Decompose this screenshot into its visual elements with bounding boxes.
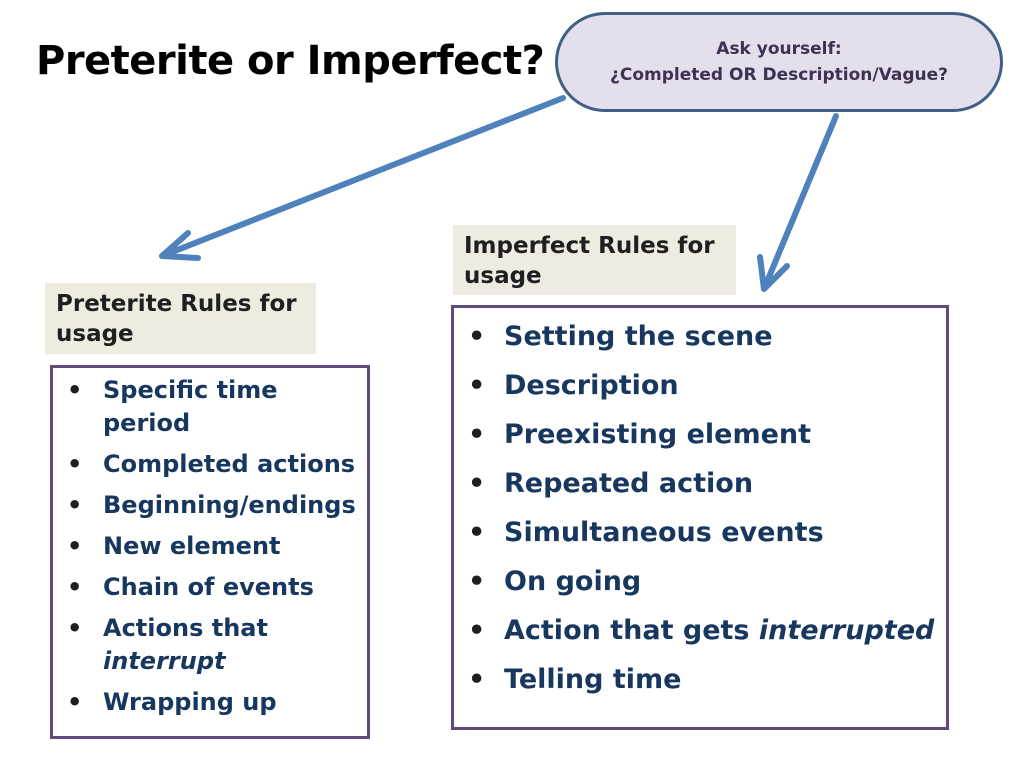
slide-title: Preterite or Imperfect? [36, 38, 545, 84]
rule-text: Beginning/endings [103, 491, 356, 519]
bullet: • [468, 664, 486, 695]
rule-text: Preexisting element [504, 419, 812, 450]
rule-text: Repeated action [504, 468, 754, 499]
list-item: • Actions that interrupt [65, 612, 359, 678]
bullet: • [468, 370, 486, 401]
rule-text: Chain of events [103, 573, 314, 601]
rule-text: Specific time period [103, 376, 278, 437]
ask-yourself-callout: Ask yourself: ¿Completed OR Description/… [555, 12, 1003, 112]
bullet: • [67, 614, 83, 642]
rule-text: Simultaneous events [504, 517, 824, 548]
preterite-rules-list: • Specific time period • Completed actions… [65, 374, 359, 719]
callout-line-1: Ask yourself: [716, 39, 842, 59]
list-item: • Simultaneous events [466, 514, 938, 551]
arrow-to-preterite [159, 95, 566, 261]
rule-text: Actions that [103, 614, 268, 642]
list-item: • Description [466, 367, 938, 404]
bullet: • [67, 491, 83, 519]
rule-text: Setting the scene [504, 321, 773, 352]
list-item: • Specific time period [65, 374, 359, 440]
rule-text: Wrapping up [103, 688, 277, 716]
list-item: • Chain of events [65, 571, 359, 604]
list-item: • New element [65, 530, 359, 563]
rule-emphasis: interrupt [103, 647, 226, 675]
rule-emphasis: interrupted [758, 615, 935, 646]
list-item: • Action that gets interrupted [466, 612, 938, 649]
list-item: • Preexisting element [466, 416, 938, 453]
bullet: • [67, 450, 83, 478]
bullet: • [468, 419, 486, 450]
rule-text: Action that gets [504, 615, 759, 646]
list-item: • On going [466, 563, 938, 600]
list-item: • Telling time [466, 661, 938, 698]
callout-line-2: ¿Completed OR Description/Vague? [610, 65, 948, 85]
bullet: • [67, 376, 83, 404]
rule-text: On going [504, 566, 642, 597]
list-item: • Repeated action [466, 465, 938, 502]
rule-text: New element [103, 532, 281, 560]
list-item: • Setting the scene [466, 318, 938, 355]
bullet: • [67, 573, 83, 601]
preterite-rules-box: • Specific time period • Completed actions… [50, 365, 370, 739]
imperfect-rules-box: • Setting the scene • Description • Preexis… [451, 305, 949, 730]
bullet: • [468, 321, 486, 352]
imperfect-rules-list: • Setting the scene • Description • Preexis… [466, 318, 938, 698]
list-item: • Beginning/endings [65, 489, 359, 522]
bullet: • [468, 566, 486, 597]
list-item: • Wrapping up [65, 686, 359, 719]
bullet: • [468, 615, 486, 646]
imperfect-rules-label: Imperfect Rules for usage [453, 225, 736, 295]
preterite-rules-label: Preterite Rules for usage [45, 283, 316, 354]
bullet: • [468, 517, 486, 548]
rule-text: Description [504, 370, 679, 401]
rule-text: Completed actions [103, 450, 356, 478]
list-item: • Completed actions [65, 448, 359, 481]
bullet: • [67, 532, 83, 560]
arrow-to-imperfect [757, 113, 839, 292]
bullet: • [67, 688, 83, 716]
rule-text: Telling time [504, 664, 682, 695]
bullet: • [468, 468, 486, 499]
